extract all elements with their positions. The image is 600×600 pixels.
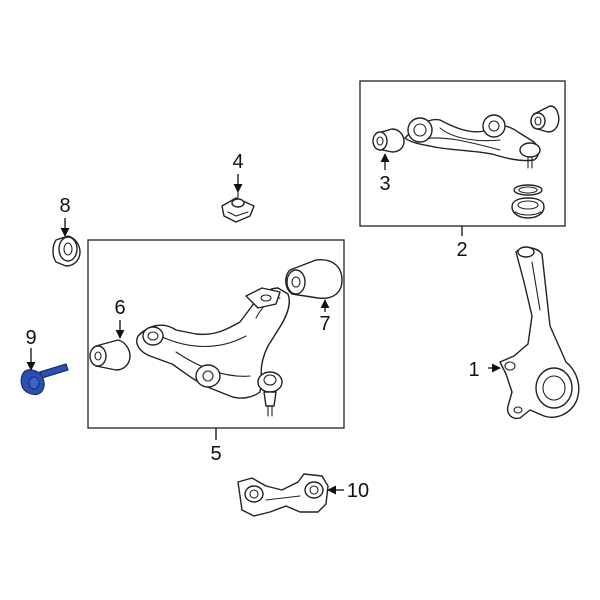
steering-knuckle — [499, 246, 580, 420]
cam-bolt-9 — [20, 363, 69, 396]
callout-8: 8 — [59, 195, 70, 217]
upper-arm-bushing-rear — [530, 105, 560, 133]
lower-arm-bushing-6 — [89, 339, 131, 371]
callout-5: 5 — [210, 443, 221, 465]
callout-6: 6 — [114, 297, 125, 319]
callout-7: 7 — [319, 313, 330, 335]
bump-stop-4 — [221, 191, 255, 223]
ball-joint-boot — [511, 184, 545, 219]
upper-control-arm — [404, 114, 541, 169]
bushing-8 — [52, 235, 81, 267]
lower-arm-bushing-7 — [285, 259, 343, 299]
callout-1: 1 — [468, 359, 479, 381]
cam-bolt-shaft — [39, 363, 69, 379]
callout-10: 10 — [347, 480, 369, 502]
callout-2: 2 — [456, 239, 467, 261]
callout-3: 3 — [379, 173, 390, 195]
upper-arm-bushing-3 — [372, 128, 405, 153]
mounting-bracket-10 — [237, 473, 329, 517]
lower-control-arm — [136, 287, 290, 417]
callout-9: 9 — [25, 327, 36, 349]
callout-4: 4 — [232, 151, 243, 173]
